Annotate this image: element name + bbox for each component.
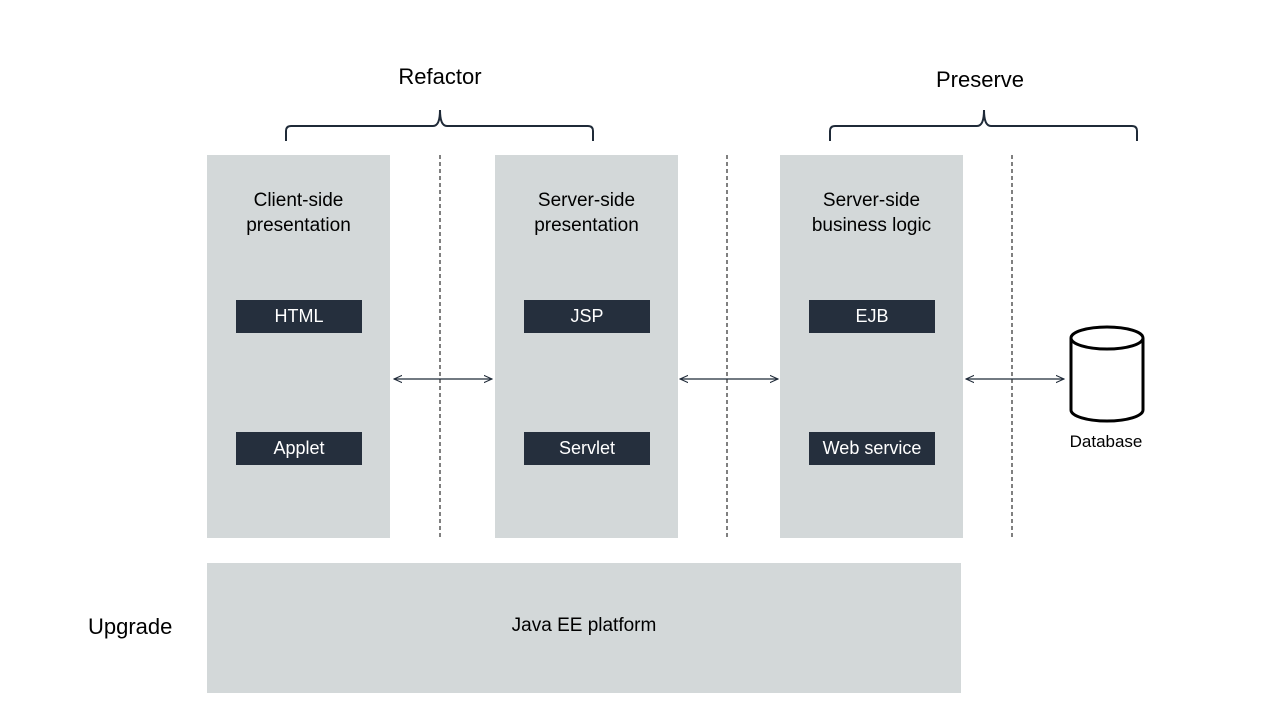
- column-title-line: Server-side: [537, 190, 636, 211]
- column-title: Server-side business logic: [780, 188, 963, 238]
- servlet-box: Servlet: [524, 432, 650, 465]
- server-side-business-logic-column: Server-side business logic EJB Web servi…: [780, 155, 963, 538]
- column-title-line: presentation: [246, 215, 351, 236]
- java-ee-platform-bar: Java EE platform: [207, 563, 961, 693]
- platform-label: Java EE platform: [511, 615, 657, 636]
- jsp-box: JSP: [524, 300, 650, 333]
- applet-box: Applet: [236, 432, 362, 465]
- column-title-line: Client-side: [253, 190, 344, 211]
- refactor-label: Refactor: [398, 64, 482, 89]
- preserve-label: Preserve: [935, 67, 1025, 92]
- column-title-line: presentation: [534, 215, 639, 236]
- database-label: Database: [1069, 432, 1143, 451]
- server-side-presentation-column: Server-side presentation JSP Servlet: [495, 155, 678, 538]
- refactor-brace: [285, 109, 594, 141]
- column-title: Client-side presentation: [207, 188, 390, 238]
- column-title-line: Server-side: [822, 190, 921, 211]
- ejb-box: EJB: [809, 300, 935, 333]
- column-title-line: business logic: [811, 215, 932, 236]
- web-service-box: Web service: [809, 432, 935, 465]
- upgrade-label: Upgrade: [88, 614, 173, 639]
- preserve-brace: [829, 109, 1138, 141]
- client-side-presentation-column: Client-side presentation HTML Applet: [207, 155, 390, 538]
- database-cylinder-icon: [1069, 325, 1145, 423]
- column-title: Server-side presentation: [495, 188, 678, 238]
- html-box: HTML: [236, 300, 362, 333]
